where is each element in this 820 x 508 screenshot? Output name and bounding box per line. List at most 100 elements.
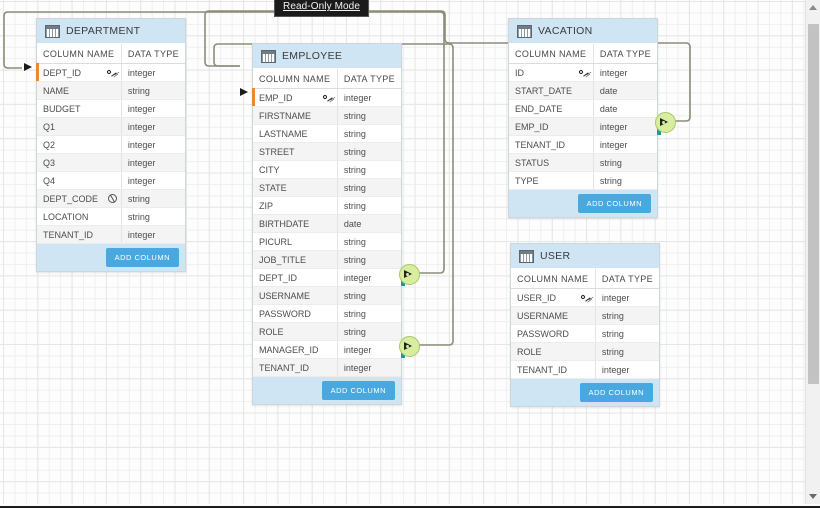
column-type: integer <box>127 175 156 186</box>
table-row[interactable]: STREET string <box>253 143 401 161</box>
column-name: PASSWORD <box>517 328 569 339</box>
scroll-down-arrow-icon[interactable] <box>809 494 817 499</box>
column-type: string <box>343 128 366 139</box>
entity-user[interactable]: USER COLUMN NAME DATA TYPE USER_ID integ… <box>510 243 660 407</box>
column-type: integer <box>343 344 372 355</box>
table-row[interactable]: CITY string <box>253 161 401 179</box>
entity-department-title-bar[interactable]: DEPARTMENT <box>37 19 185 44</box>
table-row[interactable]: TENANT_ID integer <box>37 226 185 244</box>
table-row[interactable]: DEPT_CODE string <box>37 190 185 208</box>
table-row[interactable]: FIRSTNAME string <box>253 107 401 125</box>
table-row[interactable]: EMP_ID integer <box>252 88 401 107</box>
entity-user-title-bar[interactable]: USER <box>511 244 659 269</box>
table-row[interactable]: Q3 integer <box>37 154 185 172</box>
column-name: USER_ID <box>517 292 557 303</box>
table-row[interactable]: STATUS string <box>509 154 657 172</box>
column-type: string <box>343 326 366 337</box>
column-type: integer <box>599 139 628 150</box>
table-row[interactable]: USERNAME string <box>253 287 401 305</box>
table-row[interactable]: TENANT_ID integer <box>509 136 657 154</box>
column-name: ZIP <box>259 200 274 211</box>
header-data-type: DATA TYPE <box>343 73 396 84</box>
table-row[interactable]: DEPT_ID integer <box>253 268 405 287</box>
entity-department-column-header: COLUMN NAME DATA TYPE <box>37 44 185 64</box>
read-only-mode-badge: Read-Only Mode <box>274 0 369 17</box>
table-row[interactable]: MANAGER_ID integer <box>253 340 405 359</box>
column-name: EMP_ID <box>515 121 549 132</box>
table-row[interactable]: START_DATE date <box>509 82 657 100</box>
table-row[interactable]: LOCATION string <box>37 208 185 226</box>
column-name: ROLE <box>259 326 284 337</box>
table-row[interactable]: PASSWORD string <box>253 305 401 323</box>
table-row[interactable]: TENANT_ID integer <box>511 361 659 379</box>
relation-endpoint-employee-dept-id[interactable] <box>399 264 420 285</box>
table-row[interactable]: END_DATE date <box>509 100 657 118</box>
table-row[interactable]: JOB_TITLE string <box>253 251 401 269</box>
column-type: integer <box>343 272 372 283</box>
column-type: date <box>343 218 362 229</box>
column-name: LOCATION <box>43 211 89 222</box>
entity-employee-title-bar[interactable]: EMPLOYEE <box>253 44 401 69</box>
table-row[interactable]: TYPE string <box>509 172 657 190</box>
table-row[interactable]: LASTNAME string <box>253 125 401 143</box>
entity-employee-title: EMPLOYEE <box>282 50 343 62</box>
table-row[interactable]: EMP_ID integer <box>509 117 661 136</box>
column-type: integer <box>601 292 630 303</box>
table-row[interactable]: NAME string <box>37 82 185 100</box>
column-type: integer <box>599 121 628 132</box>
table-row[interactable]: USERNAME string <box>511 307 659 325</box>
vertical-scrollbar-thumb[interactable] <box>808 24 819 384</box>
relation-endpoint-vacation-emp-id[interactable] <box>655 112 676 133</box>
table-row[interactable]: PICURL string <box>253 233 401 251</box>
pk-marker <box>252 88 255 106</box>
relation-endpoint-employee-manager-id[interactable] <box>399 336 420 357</box>
column-type: string <box>343 164 366 175</box>
table-row[interactable]: ID integer <box>509 64 657 82</box>
table-row[interactable]: Q4 integer <box>37 172 185 190</box>
column-name: STATUS <box>515 157 550 168</box>
crowfoot-icon <box>404 342 415 351</box>
entity-department[interactable]: DEPARTMENT COLUMN NAME DATA TYPE DEPT_ID… <box>36 18 186 272</box>
entity-department-footer: ADD COLUMN <box>37 244 185 271</box>
column-type: string <box>343 290 366 301</box>
table-row[interactable]: BUDGET integer <box>37 100 185 118</box>
table-row[interactable]: ZIP string <box>253 197 401 215</box>
column-name: START_DATE <box>515 85 573 96</box>
entity-vacation-title-bar[interactable]: VACATION <box>509 19 657 44</box>
header-data-type: DATA TYPE <box>601 273 654 284</box>
column-type: date <box>599 103 618 114</box>
column-name: DEPT_CODE <box>43 193 99 204</box>
column-name: FIRSTNAME <box>259 110 312 121</box>
table-row[interactable]: ROLE string <box>511 343 659 361</box>
column-name: BUDGET <box>43 103 81 114</box>
arrowhead-department-dept-id <box>24 63 32 71</box>
table-icon <box>519 249 534 263</box>
column-name: Q1 <box>43 121 56 132</box>
add-column-button[interactable]: ADD COLUMN <box>577 194 651 213</box>
table-row[interactable]: DEPT_ID integer <box>36 63 185 82</box>
add-column-button[interactable]: ADD COLUMN <box>579 383 653 402</box>
table-row[interactable]: ROLE string <box>253 323 401 341</box>
column-type: string <box>601 346 624 357</box>
table-row[interactable]: USER_ID integer <box>511 289 659 307</box>
header-data-type: DATA TYPE <box>599 48 652 59</box>
entity-employee[interactable]: EMPLOYEE COLUMN NAME DATA TYPE EMP_ID in… <box>252 43 405 405</box>
column-name: TYPE <box>515 175 539 186</box>
table-row[interactable]: Q2 integer <box>37 136 185 154</box>
add-column-button[interactable]: ADD COLUMN <box>321 381 395 400</box>
scroll-up-arrow-icon[interactable] <box>809 5 817 10</box>
table-row[interactable]: TENANT_ID integer <box>253 359 401 377</box>
er-diagram-canvas[interactable]: DEPARTMENT COLUMN NAME DATA TYPE DEPT_ID… <box>0 0 806 504</box>
column-name: USERNAME <box>517 310 569 321</box>
column-type: integer <box>599 67 628 78</box>
table-row[interactable]: PASSWORD string <box>511 325 659 343</box>
table-row[interactable]: BIRTHDATE date <box>253 215 401 233</box>
column-type: integer <box>127 121 156 132</box>
entity-vacation[interactable]: VACATION COLUMN NAME DATA TYPE ID intege… <box>508 18 661 218</box>
key-icon <box>323 93 333 102</box>
table-row[interactable]: Q1 integer <box>37 118 185 136</box>
column-type: string <box>601 328 624 339</box>
add-column-button[interactable]: ADD COLUMN <box>105 248 179 267</box>
table-row[interactable]: STATE string <box>253 179 401 197</box>
vertical-scrollbar[interactable] <box>805 0 820 504</box>
